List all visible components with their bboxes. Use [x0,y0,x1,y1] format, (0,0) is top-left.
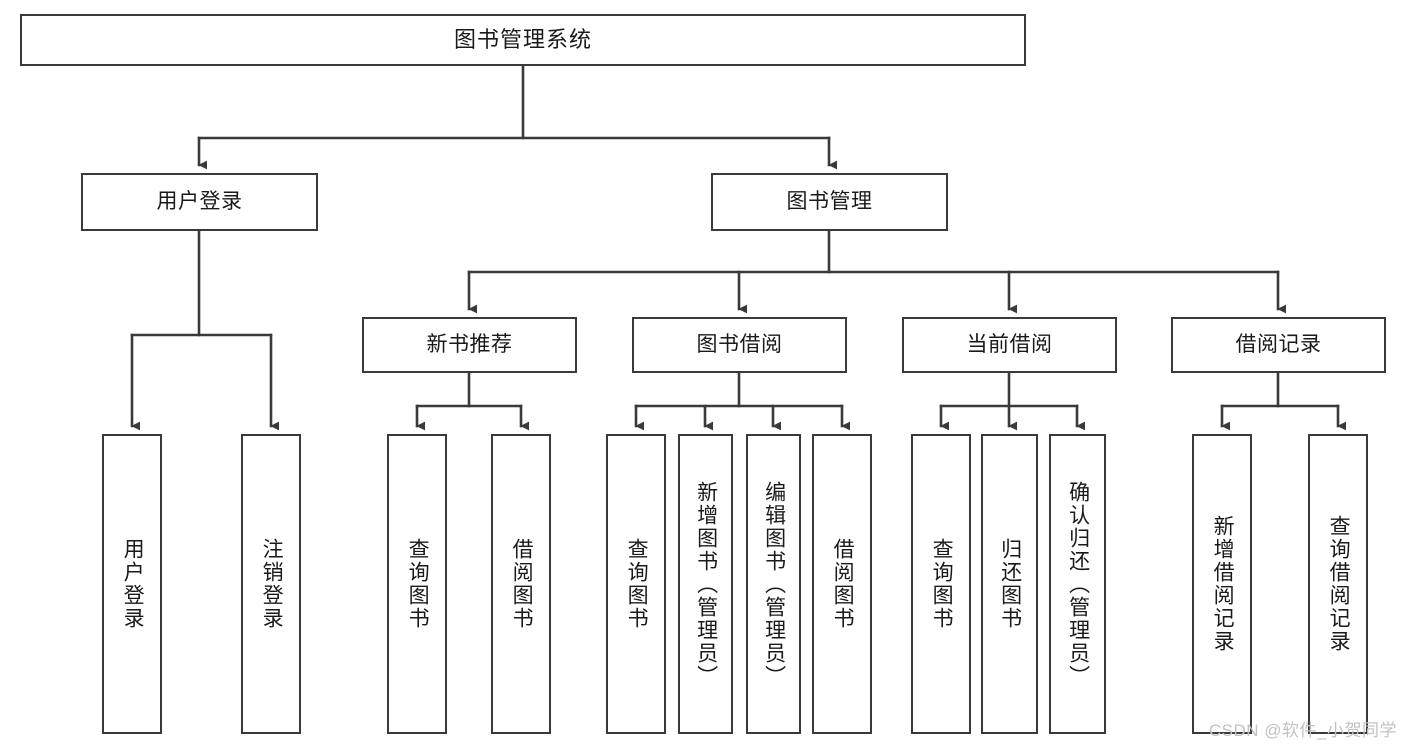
node-leaf-add-book[interactable]: 新增图书（管理员） [678,434,733,734]
watermark: CSDN @软件_小贺同学 [1208,721,1397,740]
node-book-management[interactable]: 图书管理 [711,173,948,231]
node-leaf-user-login-label: 用户登录 [121,538,145,630]
node-user-login-label: 用户登录 [156,189,243,213]
node-current-borrow-label: 当前借阅 [966,332,1053,356]
node-leaf-add-record-label: 新增借阅记录 [1211,515,1235,653]
node-leaf-query-record-label: 查询借阅记录 [1327,515,1351,653]
node-new-book-recommend[interactable]: 新书推荐 [362,317,577,373]
node-book-borrow-label: 图书借阅 [696,332,783,356]
node-leaf-logout[interactable]: 注销登录 [241,434,301,734]
node-leaf-logout-label: 注销登录 [260,538,284,630]
node-root[interactable]: 图书管理系统 [20,14,1026,66]
node-leaf-return-book[interactable]: 归还图书 [981,434,1038,734]
node-root-label: 图书管理系统 [453,27,592,53]
node-leaf-query-book-1-label: 查询图书 [406,538,430,630]
node-new-book-recommend-label: 新书推荐 [426,332,513,356]
node-leaf-add-record[interactable]: 新增借阅记录 [1192,434,1252,734]
node-book-management-label: 图书管理 [786,189,873,213]
node-book-borrow[interactable]: 图书借阅 [632,317,847,373]
node-current-borrow[interactable]: 当前借阅 [902,317,1117,373]
node-leaf-edit-book-label: 编辑图书（管理员） [762,480,786,688]
node-leaf-borrow-book-2[interactable]: 借阅图书 [812,434,872,734]
node-leaf-borrow-book-2-label: 借阅图书 [831,538,855,630]
node-leaf-user-login[interactable]: 用户登录 [102,434,162,734]
node-borrow-record[interactable]: 借阅记录 [1171,317,1386,373]
node-leaf-add-book-label: 新增图书（管理员） [694,480,718,688]
node-leaf-query-book-1[interactable]: 查询图书 [387,434,447,734]
node-borrow-record-label: 借阅记录 [1235,332,1322,356]
node-leaf-query-book-2[interactable]: 查询图书 [606,434,666,734]
node-leaf-borrow-book-1[interactable]: 借阅图书 [491,434,551,734]
node-leaf-confirm-return[interactable]: 确认归还（管理员） [1049,434,1106,734]
node-leaf-query-book-3[interactable]: 查询图书 [911,434,971,734]
node-user-login[interactable]: 用户登录 [81,173,318,231]
node-leaf-confirm-return-label: 确认归还（管理员） [1066,480,1090,688]
node-leaf-edit-book[interactable]: 编辑图书（管理员） [746,434,801,734]
node-leaf-query-record[interactable]: 查询借阅记录 [1308,434,1368,734]
node-leaf-query-book-3-label: 查询图书 [930,538,954,630]
node-leaf-query-book-2-label: 查询图书 [625,538,649,630]
node-leaf-return-book-label: 归还图书 [998,538,1022,630]
node-leaf-borrow-book-1-label: 借阅图书 [510,538,534,630]
